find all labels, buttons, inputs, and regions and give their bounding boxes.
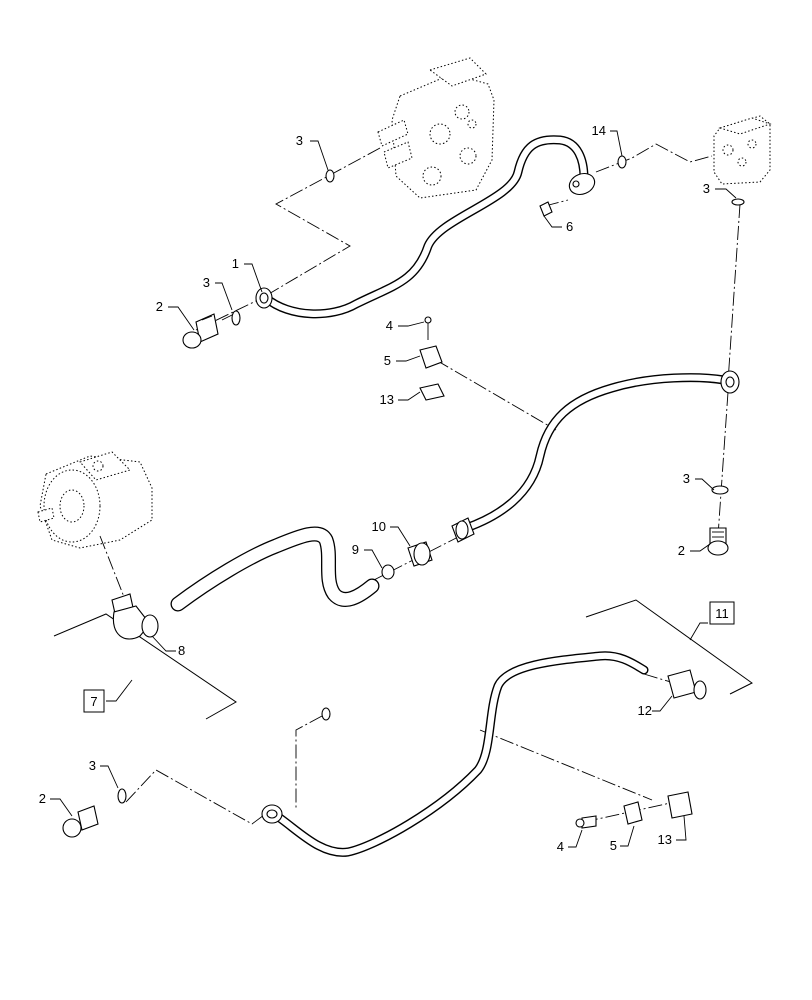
valve-block-housing bbox=[713, 115, 772, 185]
callout-14: 14 bbox=[592, 123, 606, 138]
callout-10: 10 bbox=[372, 519, 386, 534]
control-valve-housing bbox=[377, 57, 495, 199]
callout-2: 2 bbox=[678, 543, 685, 558]
callout-1: 1 bbox=[232, 256, 239, 271]
callout-6: 6 bbox=[566, 219, 573, 234]
callout-8: 8 bbox=[178, 643, 185, 658]
clamp-lower bbox=[575, 791, 693, 829]
hydraulic-pump-housing bbox=[37, 451, 153, 549]
middle-pressure-tube bbox=[451, 370, 740, 543]
screw-upper bbox=[424, 201, 553, 340]
callout-5: 5 bbox=[610, 838, 617, 853]
upper-pressure-tube bbox=[255, 135, 596, 319]
banjo-bolt-right bbox=[707, 527, 729, 556]
hose-fittings bbox=[111, 541, 433, 640]
callout-13: 13 bbox=[658, 832, 672, 847]
callout-13: 13 bbox=[380, 392, 394, 407]
sealing-washers bbox=[117, 155, 745, 804]
callout-12: 12 bbox=[638, 703, 652, 718]
suction-hose bbox=[170, 526, 380, 612]
adapter-fitting bbox=[667, 669, 707, 700]
callout-4: 4 bbox=[557, 839, 564, 854]
callout-3: 3 bbox=[203, 275, 210, 290]
callout-leaders bbox=[50, 130, 737, 848]
callout-3: 3 bbox=[683, 471, 690, 486]
clamp-upper bbox=[419, 345, 445, 401]
reference-plane-right bbox=[585, 599, 753, 695]
callout-7: 7 bbox=[90, 694, 97, 709]
center-lines bbox=[99, 143, 741, 825]
callout-2: 2 bbox=[156, 299, 163, 314]
banjo-bolt-upper-left bbox=[182, 313, 219, 349]
callout-2: 2 bbox=[39, 791, 46, 806]
boxed-callout-11: 11 bbox=[709, 601, 735, 625]
callout-11: 11 bbox=[715, 606, 729, 621]
reference-plane-left bbox=[53, 613, 237, 720]
callout-4: 4 bbox=[386, 318, 393, 333]
callout-3: 3 bbox=[296, 133, 303, 148]
banjo-bolt-lower-left bbox=[62, 805, 99, 838]
callout-labels: 3 14 3 1 3 2 6 4 5 13 3 2 10 9 8 12 3 2 … bbox=[39, 123, 710, 854]
callout-3: 3 bbox=[703, 181, 710, 196]
callout-3: 3 bbox=[89, 758, 96, 773]
callout-5: 5 bbox=[384, 353, 391, 368]
boxed-callout-7: 7 bbox=[83, 689, 105, 713]
callout-9: 9 bbox=[352, 542, 359, 557]
lower-return-tube bbox=[261, 651, 649, 857]
